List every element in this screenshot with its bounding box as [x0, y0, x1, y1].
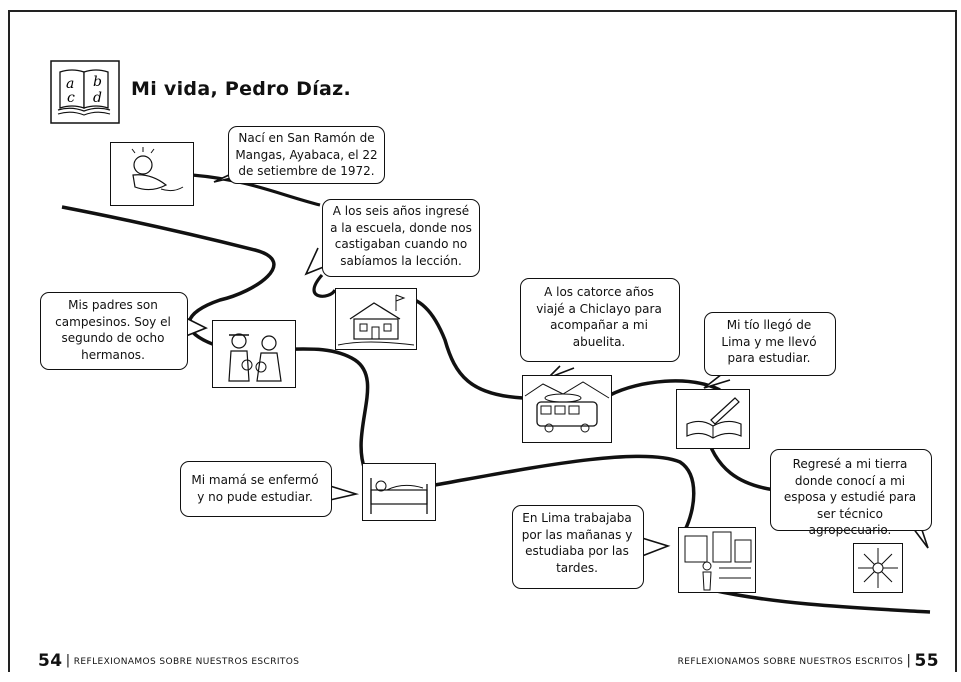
- speech-bubble-mom: [180, 461, 332, 517]
- book-pen-picture: [676, 389, 750, 449]
- bed-picture: [362, 463, 436, 521]
- baby-picture: [110, 142, 194, 206]
- bubble-text-parents: Mis padres son campesinos. Soy el segund…: [55, 298, 171, 362]
- bubble-text-chiclayo: A los catorce años viajé a Chiclayo para…: [536, 285, 662, 349]
- speech-bubble-lima: [512, 505, 644, 589]
- page-number-right: 55: [914, 651, 939, 671]
- bubble-text-return: Regresé a mi tierra donde conocí a mi es…: [783, 457, 917, 537]
- speech-bubble-return: [770, 449, 932, 531]
- speech-bubble-parents: [40, 292, 188, 370]
- family-picture: [212, 320, 296, 388]
- bubble-text-birth: Nací en San Ramón de Mangas, Ayabaca, el…: [235, 131, 378, 178]
- page-number-left: 54: [38, 651, 63, 671]
- city-picture: [678, 527, 756, 593]
- footer-left-text: REFLEXIONAMOS SOBRE NUESTROS ESCRITOS: [73, 657, 300, 667]
- speech-bubble-chiclayo: [520, 278, 680, 362]
- page-title: Mi vida, Pedro Díaz.: [131, 78, 352, 100]
- bus-picture: [522, 375, 612, 443]
- bubble-text-lima: En Lima trabajaba por las mañanas y estu…: [521, 511, 633, 575]
- speech-bubble-school: [322, 199, 480, 277]
- speech-bubble-uncle: [704, 312, 836, 376]
- icon-letter-b: b: [93, 74, 102, 90]
- footer-right-text: REFLEXIONAMOS SOBRE NUESTROS ESCRITOS: [677, 657, 904, 667]
- sun-icon: [853, 543, 903, 593]
- bubble-text-mom: Mi mamá se enfermó y no pude estudiar.: [191, 473, 319, 504]
- school-picture: [335, 288, 417, 350]
- bubble-text-school: A los seis años ingresé a la escuela, do…: [330, 204, 472, 268]
- footer-right: REFLEXIONAMOS SOBRE NUESTROS ESCRITOS | …: [677, 651, 939, 671]
- icon-letter-c: c: [67, 90, 75, 106]
- icon-letter-a: a: [66, 76, 74, 92]
- bubble-text-uncle: Mi tío llegó de Lima y me llevó para est…: [721, 318, 817, 365]
- book-icon: a b c d: [50, 60, 120, 124]
- icon-letter-d: d: [93, 90, 102, 106]
- speech-bubble-birth: [228, 126, 385, 184]
- page-frame: [8, 10, 957, 672]
- footer-left: 54 | REFLEXIONAMOS SOBRE NUESTROS ESCRIT…: [38, 651, 300, 671]
